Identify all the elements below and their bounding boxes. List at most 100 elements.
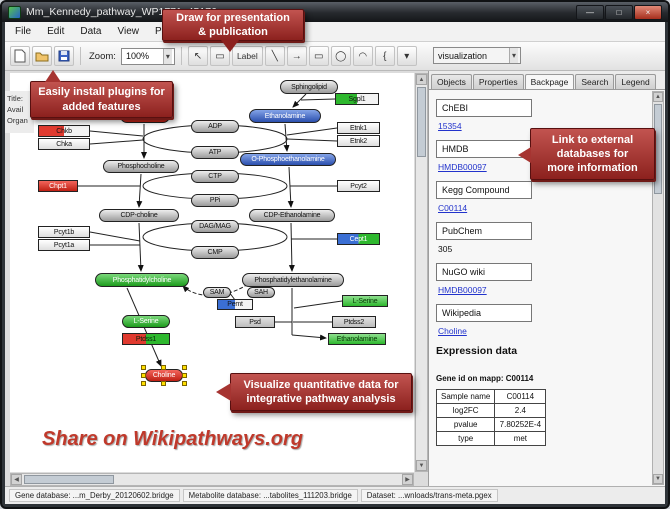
node-phosphatidylcholine[interactable]: Phosphatidylcholine bbox=[95, 273, 189, 287]
selection-handle[interactable] bbox=[182, 372, 187, 378]
scroll-right-icon[interactable]: ▶ bbox=[402, 474, 413, 485]
node-chpt1[interactable]: Chpt1 bbox=[38, 180, 78, 192]
arc-tool-button[interactable]: ◠ bbox=[352, 46, 373, 66]
node-pemt[interactable]: Pemt bbox=[217, 299, 253, 310]
table-row: pvalue 7.80252E-4 bbox=[435, 417, 547, 432]
menu-file[interactable]: File bbox=[15, 26, 32, 37]
node-etnk1[interactable]: Etnk1 bbox=[337, 122, 380, 134]
scrollbar-thumb[interactable] bbox=[24, 475, 114, 484]
chebi-link[interactable]: 15354 bbox=[438, 121, 462, 131]
node-pcyt1b[interactable]: Pcyt1b bbox=[38, 226, 90, 238]
node-dag-mag[interactable]: DAG/MAG bbox=[191, 220, 239, 233]
callout-external-databases: Link to external databases for more info… bbox=[518, 128, 655, 180]
node-ethanolamine[interactable]: Ethanolamine bbox=[249, 109, 321, 123]
selection-handle[interactable] bbox=[161, 365, 166, 370]
zoom-combobox[interactable]: 100% ▾ bbox=[120, 47, 175, 65]
node-ptdss1[interactable]: Ptdss1 bbox=[122, 333, 170, 345]
table-cell: log2FC bbox=[435, 403, 496, 418]
node-phosphocholine[interactable]: Phosphocholine bbox=[103, 160, 179, 173]
zoom-value: 100% bbox=[125, 51, 149, 61]
selection-handle[interactable] bbox=[182, 365, 187, 370]
node-ppi[interactable]: PPi bbox=[191, 194, 239, 207]
rectangle-tool-button[interactable]: ▭ bbox=[308, 46, 329, 66]
scrollbar-thumb[interactable] bbox=[417, 87, 426, 157]
node-cmp[interactable]: CMP bbox=[191, 246, 239, 259]
node-sphingolipid[interactable]: Sphingolipid bbox=[280, 80, 338, 94]
menu-edit[interactable]: Edit bbox=[47, 26, 65, 37]
node-ethanolamine[interactable]: Ethanolamine bbox=[328, 333, 386, 345]
window-controls: — □ × bbox=[576, 4, 662, 20]
node-cdp-ethanolamine[interactable]: CDP-Ethanolamine bbox=[249, 209, 335, 222]
toolbar-separator bbox=[180, 47, 182, 65]
node-phosphatidylethanolamine[interactable]: Phosphatidylethanolamine bbox=[242, 273, 344, 287]
ellipse-tool-button[interactable]: ◯ bbox=[330, 46, 351, 66]
selection-handle[interactable] bbox=[141, 381, 146, 386]
database-header: Kegg Compound bbox=[436, 181, 532, 199]
table-cell: 2.4 bbox=[494, 403, 547, 418]
save-disk-icon bbox=[58, 50, 70, 62]
node-l-serine[interactable]: L-Serine bbox=[122, 315, 170, 328]
tab-objects[interactable]: Objects bbox=[431, 74, 472, 89]
selection-handle[interactable] bbox=[182, 381, 187, 386]
selection-handle[interactable] bbox=[161, 381, 166, 386]
selection-handle[interactable] bbox=[141, 372, 146, 378]
node-o-phosphoethanolamine[interactable]: O-Phosphoethanolamine bbox=[240, 153, 336, 166]
maximize-button[interactable]: □ bbox=[605, 4, 633, 20]
save-file-button[interactable] bbox=[54, 46, 74, 66]
line-tool-button[interactable]: ╲ bbox=[264, 46, 285, 66]
selection-handle[interactable] bbox=[141, 365, 146, 370]
kegg-link[interactable]: C00114 bbox=[438, 203, 468, 213]
table-cell: met bbox=[494, 431, 547, 446]
nugo-link[interactable]: HMDB00097 bbox=[438, 285, 487, 295]
scroll-down-icon[interactable]: ▼ bbox=[416, 460, 427, 471]
node-sgpl1[interactable]: Sgpl1 bbox=[335, 93, 379, 105]
scroll-up-icon[interactable]: ▲ bbox=[653, 92, 663, 102]
menu-data[interactable]: Data bbox=[80, 26, 102, 37]
canvas-horizontal-scrollbar[interactable]: ◀ ▶ bbox=[10, 473, 414, 486]
tab-backpage[interactable]: Backpage bbox=[524, 74, 575, 90]
arrow-tool-button[interactable]: → bbox=[286, 46, 307, 66]
toolbar: Zoom: 100% ▾ ↖ ▭ Label ╲ → ▭ ◯ ◠ { ▾ vis… bbox=[5, 42, 665, 71]
node-ctp[interactable]: CTP bbox=[191, 170, 239, 183]
node-pcyt1a[interactable]: Pcyt1a bbox=[38, 239, 90, 251]
node-sam[interactable]: SAM bbox=[203, 287, 231, 298]
wikipedia-link[interactable]: Choline bbox=[438, 326, 467, 336]
node-chka[interactable]: Chka bbox=[38, 138, 90, 150]
open-file-button[interactable] bbox=[32, 46, 52, 66]
tab-properties[interactable]: Properties bbox=[472, 74, 524, 89]
node-psd[interactable]: Psd bbox=[235, 316, 275, 328]
node-ptdss2[interactable]: Ptdss2 bbox=[332, 316, 376, 328]
scroll-up-icon[interactable]: ▲ bbox=[416, 74, 427, 85]
node-adp[interactable]: ADP bbox=[191, 120, 239, 133]
app-icon[interactable] bbox=[8, 5, 21, 19]
expression-table: Sample name C00114 log2FC 2.4 pvalue 7.8… bbox=[435, 389, 547, 446]
zoom-label: Zoom: bbox=[89, 50, 116, 62]
brace-tool-button[interactable]: { bbox=[374, 46, 395, 66]
tab-legend[interactable]: Legend bbox=[615, 74, 656, 89]
node-atp[interactable]: ATP bbox=[191, 146, 239, 159]
visualization-combobox[interactable]: visualization ▾ bbox=[433, 47, 521, 64]
canvas-vertical-scrollbar[interactable]: ▲ ▼ bbox=[415, 73, 428, 472]
new-file-button[interactable] bbox=[10, 46, 30, 66]
scroll-down-icon[interactable]: ▼ bbox=[653, 474, 663, 484]
close-button[interactable]: × bbox=[634, 4, 662, 20]
node-cdp-choline[interactable]: CDP-choline bbox=[99, 209, 179, 222]
node-cept1[interactable]: Cept1 bbox=[337, 233, 380, 245]
tab-search[interactable]: Search bbox=[575, 74, 615, 89]
scrollbar-thumb[interactable] bbox=[654, 104, 662, 194]
template-dropdown-button[interactable]: ▾ bbox=[396, 46, 417, 66]
node-l-serine[interactable]: L-Serine bbox=[342, 295, 388, 307]
pointer-tool-button[interactable]: ↖ bbox=[187, 46, 208, 66]
node-pcyt2[interactable]: Pcyt2 bbox=[337, 180, 380, 192]
node-chkb[interactable]: Chkb bbox=[38, 125, 90, 137]
scroll-left-icon[interactable]: ◀ bbox=[11, 474, 22, 485]
minimize-button[interactable]: — bbox=[576, 4, 604, 20]
hmdb-link[interactable]: HMDB00097 bbox=[438, 162, 487, 172]
node-etnk2[interactable]: Etnk2 bbox=[337, 135, 380, 147]
menu-view[interactable]: View bbox=[117, 26, 139, 37]
callout-text: Draw for presentation & publication bbox=[176, 11, 290, 38]
label-tool-button[interactable]: Label bbox=[231, 46, 263, 66]
node-sah[interactable]: SAH bbox=[247, 287, 275, 298]
